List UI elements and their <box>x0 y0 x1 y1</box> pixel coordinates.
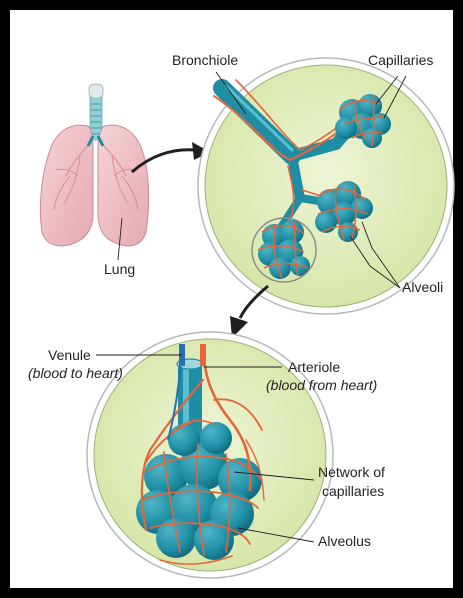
label-network-line2: capillaries <box>322 484 384 499</box>
label-arteriole-note: (blood from heart) <box>266 378 377 393</box>
label-alveolus: Alveolus <box>318 534 371 549</box>
label-venule-note: (blood to heart) <box>28 366 123 381</box>
label-lung: Lung <box>104 262 135 277</box>
label-venule: Venule <box>48 348 91 363</box>
label-bronchiole: Bronchiole <box>172 53 238 68</box>
label-arteriole: Arteriole <box>288 360 340 375</box>
left-lung <box>40 125 93 246</box>
label-network-line1: Network of <box>318 465 385 480</box>
label-alveoli: Alveoli <box>402 280 443 295</box>
right-lung <box>98 125 149 246</box>
lungs-illustration <box>40 84 148 246</box>
bronchiole-magnified-view <box>198 58 454 314</box>
label-capillaries: Capillaries <box>368 53 433 68</box>
